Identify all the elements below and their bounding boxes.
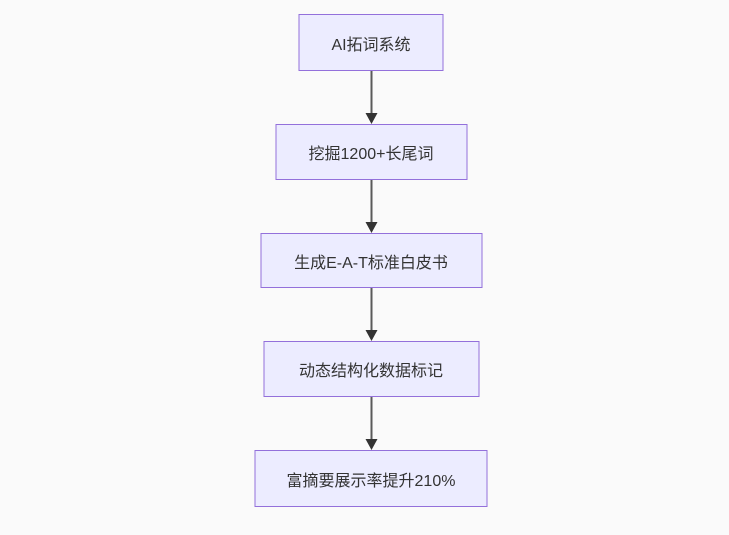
arrow-down-icon	[365, 113, 377, 124]
arrow-shaft	[370, 71, 372, 114]
arrow-shaft	[370, 397, 372, 440]
flow-node-ai-keyword-system: AI拓词系统	[298, 14, 444, 71]
flow-node-longtail-mining: 挖掘1200+长尾词	[275, 124, 467, 180]
arrow-shaft	[370, 180, 372, 223]
flow-arrow-4	[364, 397, 378, 450]
arrow-down-icon	[365, 222, 377, 233]
flow-arrow-1	[364, 71, 378, 124]
flowchart-column: AI拓词系统 挖掘1200+长尾词 生成E-A-T标准白皮书 动态结构化数据标记…	[7, 0, 729, 507]
flow-node-structured-data-markup: 动态结构化数据标记	[263, 341, 479, 397]
flow-node-rich-snippet-result: 富摘要展示率提升210%	[254, 450, 488, 507]
arrow-shaft	[370, 288, 372, 331]
arrow-down-icon	[365, 330, 377, 341]
flow-arrow-2	[364, 180, 378, 233]
arrow-down-icon	[365, 439, 377, 450]
flow-arrow-3	[364, 288, 378, 341]
flow-node-eat-whitepaper: 生成E-A-T标准白皮书	[260, 233, 482, 288]
